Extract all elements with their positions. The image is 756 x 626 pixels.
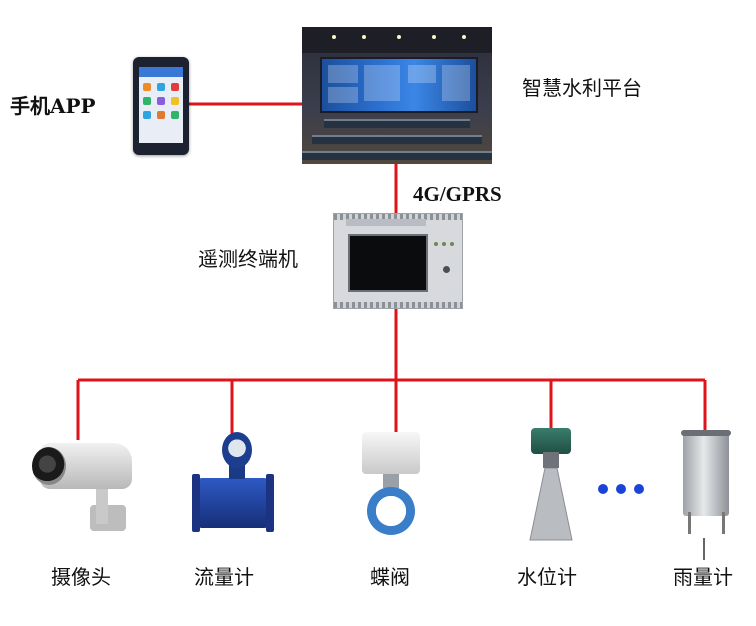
- device-label-camera: 摄像头: [51, 565, 111, 589]
- water-level-horn: [529, 467, 573, 541]
- network-label: 4G/GPRS: [413, 182, 502, 206]
- device-label-rain-gauge: 雨量计: [673, 565, 733, 589]
- platform-label: 智慧水利平台: [522, 76, 642, 100]
- control-center-icon: [302, 27, 492, 164]
- terminal-label: 遥测终端机: [198, 247, 298, 271]
- device-label-flowmeter: 流量计: [194, 565, 254, 589]
- phone-icon: [133, 57, 189, 155]
- rtu-icon: [333, 213, 463, 309]
- device-label-valve: 蝶阀: [370, 565, 410, 589]
- device-label-water-level: 水位计: [517, 565, 577, 589]
- mobile-app-label: 手机APP: [10, 94, 96, 118]
